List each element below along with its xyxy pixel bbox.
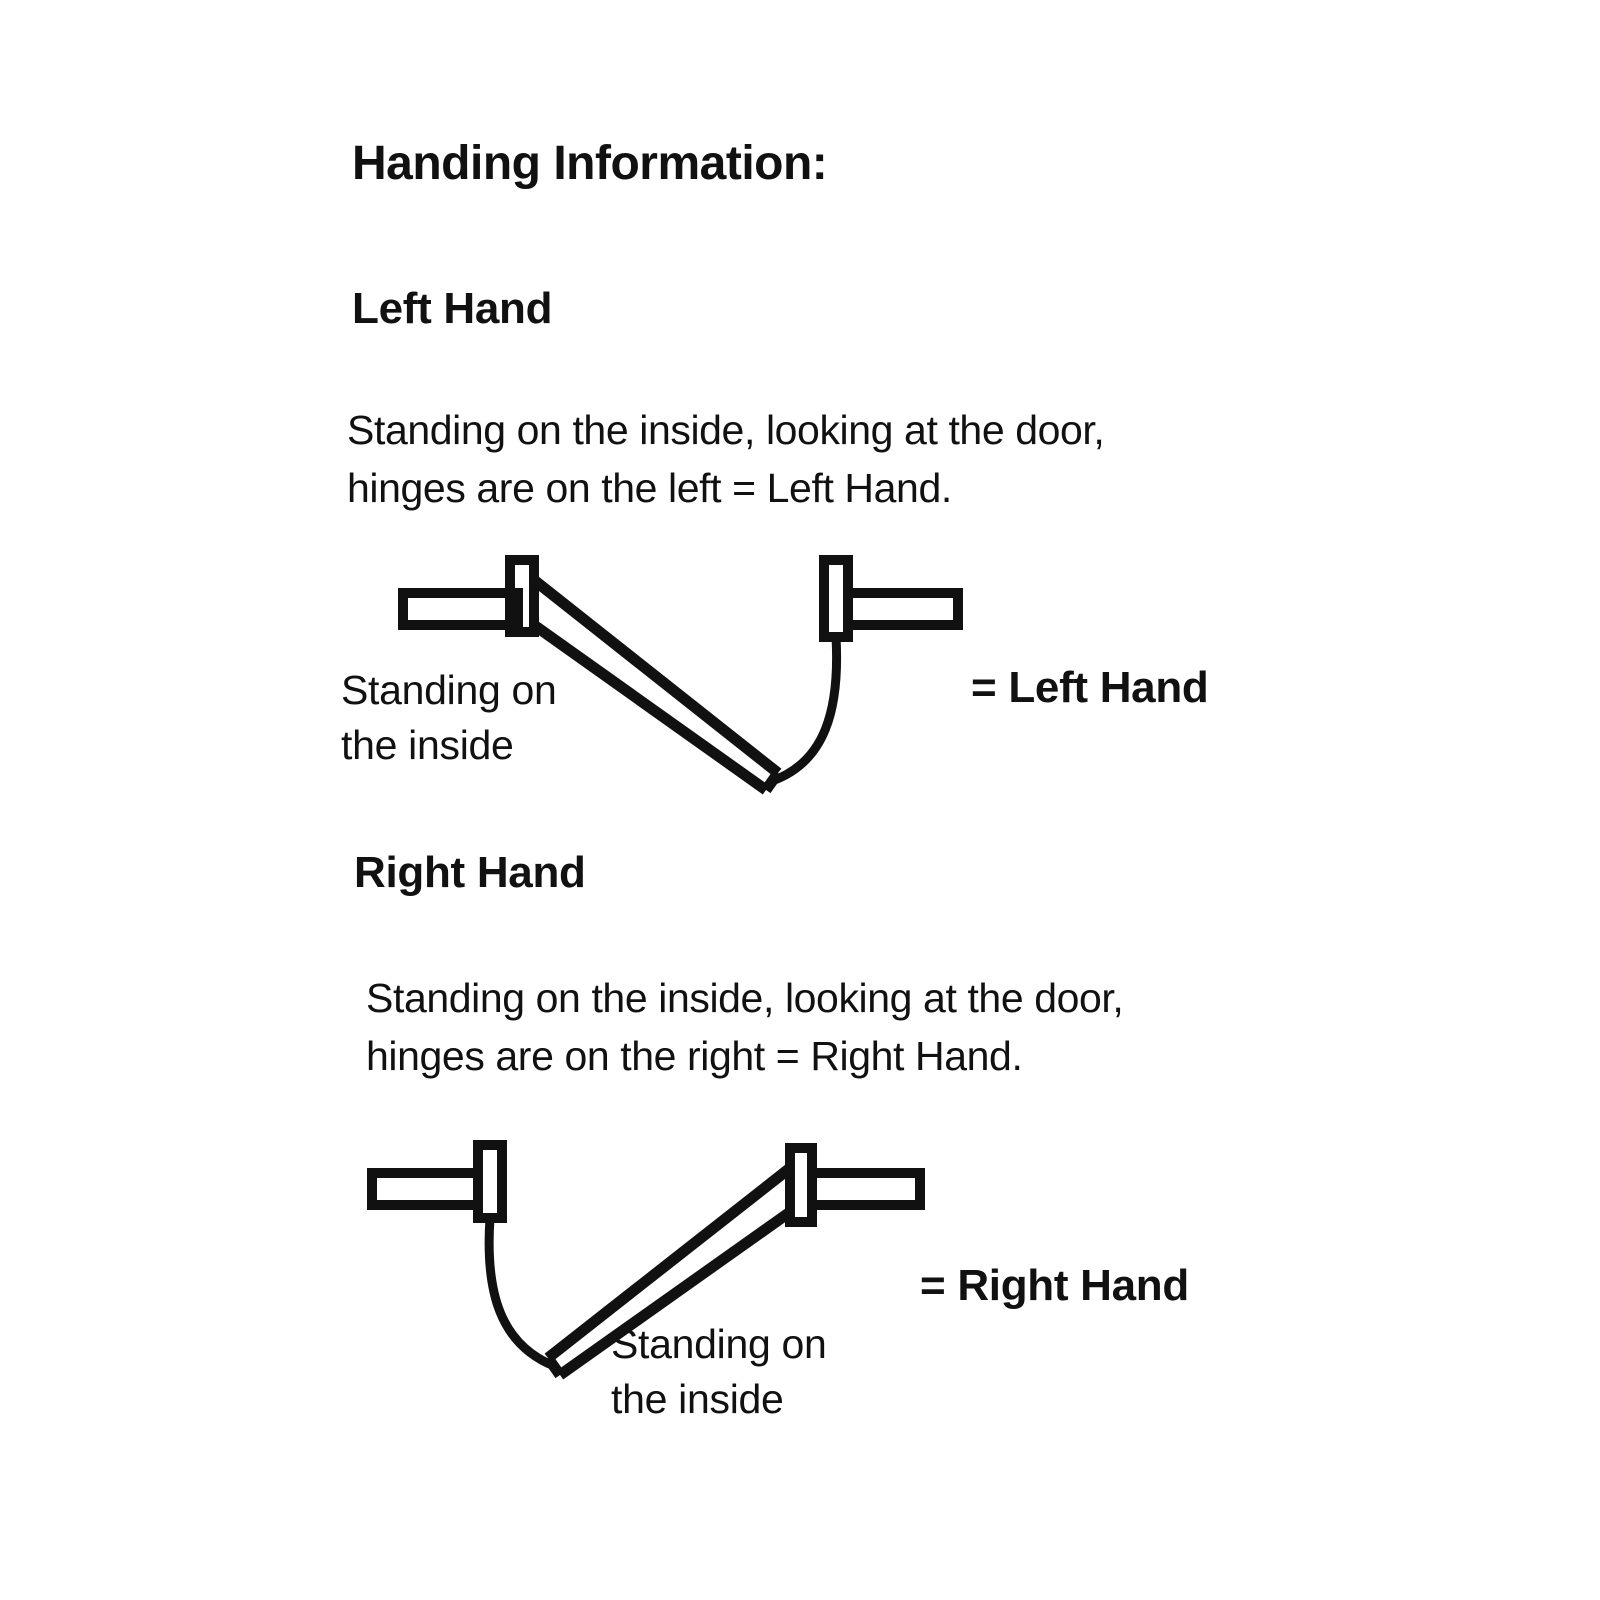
door-jamb-right-hinge	[785, 1143, 817, 1227]
door-leaf-left-hand-inner	[530, 620, 770, 795]
left-hand-door-swing-svg	[398, 555, 963, 795]
callout-standing-inside-right-hand: Standing on the inside	[611, 1321, 827, 1423]
right-hand-door-swing-diagram	[350, 1120, 950, 1400]
wall-segment-right	[843, 588, 963, 630]
door-swing-arc-right-hand	[484, 1213, 559, 1371]
section-body-right-hand: Standing on the inside, looking at the d…	[366, 975, 1124, 1080]
door-jamb-left-strike	[473, 1140, 507, 1223]
wall-segment-left	[367, 1168, 483, 1210]
door-leaf-right-hand-inner	[556, 1207, 794, 1380]
right-hand-door-swing-svg	[367, 1140, 925, 1380]
result-label-right-hand: = Right Hand	[920, 1261, 1189, 1310]
section-heading-left-hand: Left Hand	[352, 284, 553, 333]
wall-segment-right	[807, 1168, 925, 1210]
section-heading-right-hand: Right Hand	[354, 848, 586, 897]
left-hand-door-swing-diagram	[370, 540, 970, 800]
door-leaf-left-hand	[530, 575, 782, 778]
callout-standing-inside-left-hand: Standing on the inside	[341, 667, 557, 769]
door-swing-arc-left-hand	[767, 632, 842, 786]
door-jamb-right-strike	[819, 555, 853, 642]
section-body-left-hand: Standing on the inside, looking at the d…	[347, 407, 1105, 512]
wall-segment-left	[398, 588, 523, 630]
result-label-left-hand: = Left Hand	[971, 663, 1209, 712]
door-leaf-right-hand	[544, 1163, 794, 1363]
page-title: Handing Information:	[352, 137, 828, 190]
door-jamb-left-hinge	[505, 555, 539, 637]
